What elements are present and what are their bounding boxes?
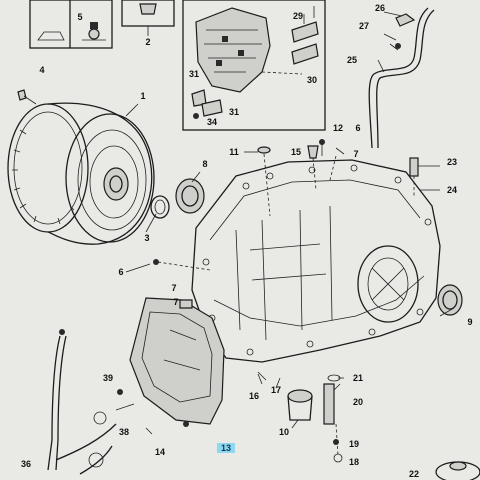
- callout-8: 8: [202, 159, 208, 169]
- callout-6-left: 6: [118, 267, 124, 277]
- bolt-7-left: [179, 299, 193, 309]
- callout-36: 36: [20, 459, 32, 469]
- bolt-14: [145, 427, 153, 435]
- inset-box-2: [121, 0, 175, 36]
- callout-31-bottom: 31: [228, 107, 240, 117]
- bolt-6-left: [153, 259, 211, 271]
- callout-27: 27: [358, 21, 370, 31]
- callout-26: 26: [374, 3, 386, 13]
- callout-13-highlight: 13: [216, 443, 236, 453]
- bolt-38: [115, 403, 135, 411]
- transmission-case: [191, 159, 441, 363]
- callout-7-top: 7: [353, 149, 359, 159]
- callout-3: 3: [144, 233, 150, 243]
- callout-29: 29: [292, 11, 304, 21]
- seal-9: [437, 284, 463, 316]
- callout-5: 5: [77, 12, 83, 22]
- callout-7-lower: 7: [173, 297, 179, 307]
- callout-16: 16: [248, 391, 260, 401]
- callout-13: 13: [216, 443, 236, 453]
- bolt-16: [257, 371, 267, 381]
- callout-6-right: 6: [355, 123, 361, 133]
- callout-12: 12: [332, 123, 344, 133]
- callout-22: 22: [408, 469, 420, 479]
- torque-converter: [7, 102, 155, 245]
- callout-4: 4: [39, 65, 45, 75]
- callout-19: 19: [348, 439, 360, 449]
- inset-box-5: [29, 0, 113, 49]
- seal-3: [150, 195, 170, 219]
- callout-20: 20: [352, 397, 364, 407]
- callout-15: 15: [290, 147, 302, 157]
- dipstick-tube: [368, 7, 435, 149]
- clip-39: [117, 389, 123, 395]
- callout-25: 25: [346, 55, 358, 65]
- pipe-20: [323, 374, 341, 425]
- callout-31-top: 31: [188, 69, 200, 79]
- callout-23: 23: [446, 157, 458, 167]
- callout-9: 9: [467, 317, 473, 327]
- callout-30: 30: [306, 75, 318, 85]
- callout-11: 11: [229, 147, 239, 157]
- inset-box-valve-body: [182, 0, 326, 131]
- plug-15: [307, 145, 319, 191]
- callout-7-left: 7: [171, 283, 177, 293]
- plug-11: [257, 146, 271, 217]
- leader-lines: [125, 11, 455, 429]
- callout-17: 17: [270, 385, 282, 395]
- fitting-19-18: [333, 423, 343, 463]
- callout-2: 2: [145, 37, 151, 47]
- callout-21: 21: [352, 373, 364, 383]
- filter-10: [287, 389, 313, 421]
- callout-34: 34: [206, 117, 218, 127]
- callout-38: 38: [118, 427, 130, 437]
- part-22: [435, 461, 480, 480]
- seal-8: [175, 178, 205, 214]
- callout-10: 10: [278, 427, 290, 437]
- callout-18: 18: [348, 457, 360, 467]
- bolt-12: [319, 139, 325, 156]
- bolt-4: [17, 89, 37, 105]
- side-cover: [129, 297, 225, 427]
- callout-39: 39: [102, 373, 114, 383]
- sensor-23-24: [409, 157, 440, 196]
- callout-24: 24: [446, 185, 458, 195]
- callout-14: 14: [154, 447, 166, 457]
- bolt-7-top: [329, 147, 345, 181]
- cooler-pipes: [47, 329, 117, 475]
- callout-1: 1: [140, 91, 146, 101]
